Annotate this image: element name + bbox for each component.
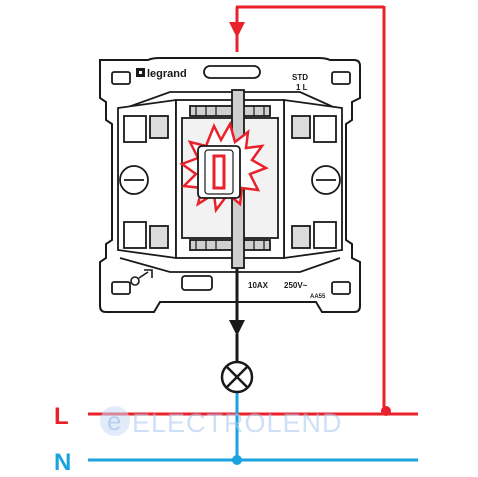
neutral-junction [232,455,242,465]
lamp-icon [222,362,252,392]
neutral-label: N [54,449,71,476]
line-junction [381,406,391,416]
rocker [198,146,240,198]
model-label-2: 1 L [296,83,308,92]
rating-code: AA55 [310,294,326,300]
watermark: e ELECTROLEND [100,406,343,438]
line-label: L [54,403,69,430]
left-terminal [118,100,176,258]
brand-label: legrand [147,68,187,80]
watermark-mark: e [107,406,121,436]
rating-voltage: 250V~ [284,281,308,290]
watermark-text: ELECTROLEND [132,408,343,438]
rating-current: 10AX [248,281,269,290]
right-terminal [284,100,342,258]
line-arrow-icon [229,22,245,38]
indicator-window [214,156,224,188]
model-label-1: STD [292,73,308,82]
legrand-logo-icon [136,68,145,77]
load-arrow-icon [229,320,245,336]
